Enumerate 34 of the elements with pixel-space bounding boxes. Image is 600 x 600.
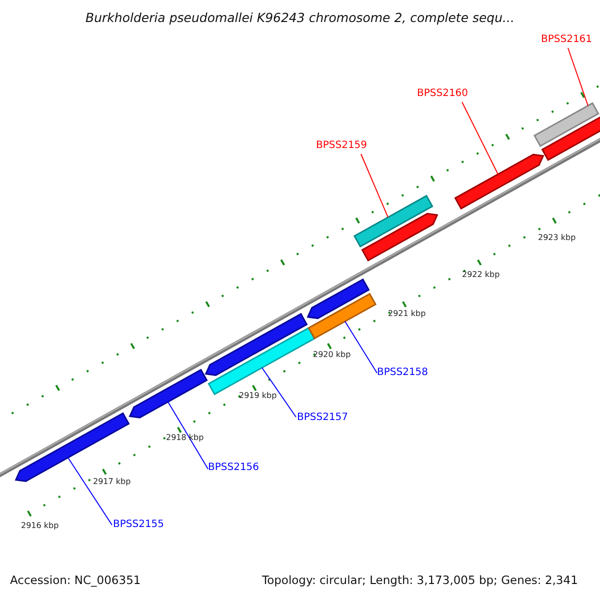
gene-block <box>128 368 208 418</box>
gene-label: BPSS2159 <box>316 140 368 152</box>
gene-block <box>361 212 438 262</box>
gene-label: BPSS2158 <box>377 367 428 378</box>
scale-label: 2916 kbp <box>21 521 59 530</box>
gene-block <box>454 154 544 210</box>
gene-bar <box>353 194 434 248</box>
leader-line <box>360 154 388 218</box>
leader-line <box>262 367 296 418</box>
leader-line <box>568 48 588 106</box>
scale-label: 2919 kbp <box>239 391 277 400</box>
scale-label: 2920 kbp <box>313 350 351 360</box>
gene-bar <box>308 292 377 340</box>
gene-label: BPSS2160 <box>417 88 468 100</box>
gene-bar <box>533 102 600 148</box>
gene-block <box>306 278 370 320</box>
info-text: Accession: NC_006351 <box>10 574 141 588</box>
leader-line <box>462 102 498 175</box>
info-text: Topology: circular; Length: 3,173,005 bp; Genes: 2,341 <box>262 574 578 588</box>
title: Burkholderia pseudomallei K96243 chromosome 2, complete sequ... <box>84 10 516 25</box>
gene-label: BPSS2157 <box>297 412 348 424</box>
gene-label: BPSS2156 <box>208 462 260 474</box>
leader-line <box>344 320 378 374</box>
scale-label: 2917 kbp <box>93 477 131 486</box>
gene-label: BPSS2161 <box>541 34 592 46</box>
scale-label: 2923 kbp <box>538 233 576 242</box>
leader-line <box>68 457 112 526</box>
gene-bar <box>541 115 600 162</box>
gene-label: BPSS2155 <box>113 519 164 530</box>
scale-label: 2921 kbp <box>388 309 426 318</box>
gene-block <box>204 312 308 376</box>
leader-line <box>168 401 208 470</box>
scale-label: 2918 kbp <box>166 433 204 442</box>
scale-label: 2922 kbp <box>462 270 500 280</box>
